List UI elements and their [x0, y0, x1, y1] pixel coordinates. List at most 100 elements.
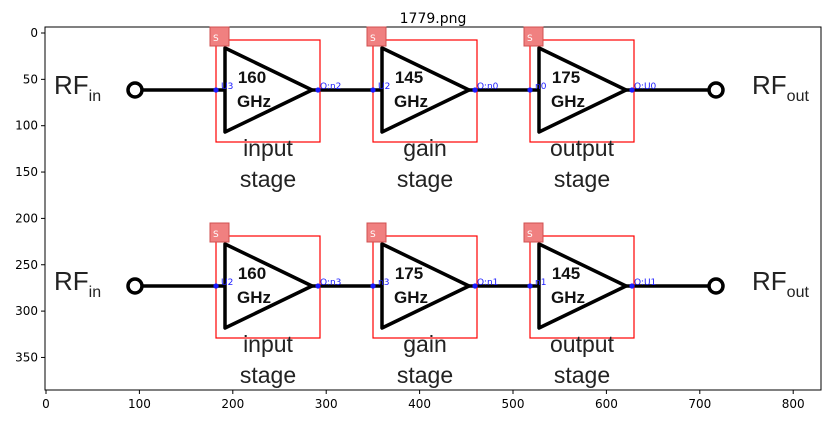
input-pin-label: U2 [221, 278, 233, 288]
input-pin-label: n0 [535, 82, 547, 92]
output-pin-dot [472, 87, 478, 93]
rf-in-port-icon [126, 277, 144, 295]
stage-word: stage [240, 362, 296, 388]
source-marker [523, 26, 544, 47]
source-marker [366, 222, 387, 243]
source-marker [523, 222, 544, 243]
stage-frequency-unit: GHz [394, 92, 428, 111]
axes-border [44, 26, 822, 391]
input-pin-label: n3 [378, 278, 389, 288]
stage-frequency: 160 [238, 264, 266, 283]
y-tick-label: 150 [15, 165, 38, 179]
stage-frequency: 175 [552, 68, 580, 87]
stage-name: gain [403, 331, 446, 357]
source-marker [366, 26, 387, 47]
source-marker-label: S [370, 34, 376, 44]
rf-in-port-icon [126, 81, 144, 99]
stage-word: stage [554, 166, 610, 192]
stage-frequency-unit: GHz [551, 92, 585, 111]
source-marker-label: S [213, 34, 219, 44]
stage-frequency-unit: GHz [394, 288, 428, 307]
source-marker-label: S [370, 230, 376, 240]
source-marker [209, 26, 230, 47]
rf-out-label: RFout [752, 266, 809, 301]
x-tick-label: 300 [315, 397, 338, 411]
stage-frequency: 160 [238, 68, 266, 87]
input-pin-dot [213, 283, 219, 289]
x-tick-label: 600 [595, 397, 618, 411]
amplifier-triangle-icon [223, 242, 314, 330]
stage-frequency: 145 [552, 264, 580, 283]
source-marker-label: S [527, 230, 533, 240]
stage-word: stage [240, 166, 296, 192]
input-pin-label: n1 [535, 278, 546, 288]
y-tick-label: 200 [15, 211, 38, 225]
stage-frequency: 175 [395, 264, 423, 283]
source-marker-label: S [213, 230, 219, 240]
x-tick-label: 500 [502, 397, 525, 411]
rf-out-subscript: out [787, 284, 810, 301]
rf-in-main: RF [54, 70, 89, 100]
rf-out-subscript: out [787, 88, 810, 105]
y-tick-label: 350 [15, 350, 38, 364]
output-pin-label: O:n1 [477, 278, 498, 288]
x-tick-label: 200 [221, 397, 244, 411]
rf-out-label: RFout [752, 70, 809, 105]
y-tick-label: 100 [15, 119, 38, 133]
stage-frequency-unit: GHz [237, 288, 271, 307]
output-pin-dot [315, 87, 321, 93]
amplifier-triangle-icon [223, 46, 314, 134]
rf-out-port-icon [707, 81, 725, 99]
output-pin-label: O:n3 [320, 278, 341, 288]
x-tick-label: 800 [782, 397, 805, 411]
output-pin-label: O:n0 [477, 82, 499, 92]
amplifier-triangle-icon [380, 46, 471, 134]
stage-name: output [550, 331, 615, 357]
source-marker [209, 222, 230, 243]
input-pin-dot [213, 87, 219, 93]
input-pin-dot [527, 283, 533, 289]
stage-name: output [550, 135, 615, 161]
input-pin-dot [527, 87, 533, 93]
stage-word: stage [554, 362, 610, 388]
rf-in-label: RFin [54, 70, 101, 105]
x-tick-label: 700 [688, 397, 711, 411]
input-pin-label: U3 [221, 82, 233, 92]
input-pin-label: U2 [378, 82, 390, 92]
amplifier-triangle-icon [537, 242, 628, 330]
output-pin-label: O:n2 [320, 82, 341, 92]
input-pin-dot [370, 283, 376, 289]
source-marker-label: S [527, 34, 533, 44]
stage-frequency: 145 [395, 68, 423, 87]
rf-out-main: RF [752, 70, 787, 100]
stage-word: stage [397, 362, 453, 388]
stage-frequency-unit: GHz [551, 288, 585, 307]
x-tick-label: 400 [408, 397, 431, 411]
y-tick-label: 0 [30, 26, 38, 40]
y-tick-label: 300 [15, 304, 38, 318]
stage-name: input [243, 331, 293, 357]
output-pin-dot [315, 283, 321, 289]
figure-title: 1779.png [400, 11, 467, 27]
output-pin-label: O:U0 [634, 82, 657, 92]
input-pin-dot [370, 87, 376, 93]
stage-name: input [243, 135, 293, 161]
stage-frequency-unit: GHz [237, 92, 271, 111]
amplifier-triangle-icon [537, 46, 628, 134]
rf-in-main: RF [54, 266, 89, 296]
rf-out-port-icon [707, 277, 725, 295]
output-pin-label: O:U1 [634, 278, 656, 288]
stage-name: gain [403, 135, 446, 161]
output-pin-dot [629, 87, 635, 93]
